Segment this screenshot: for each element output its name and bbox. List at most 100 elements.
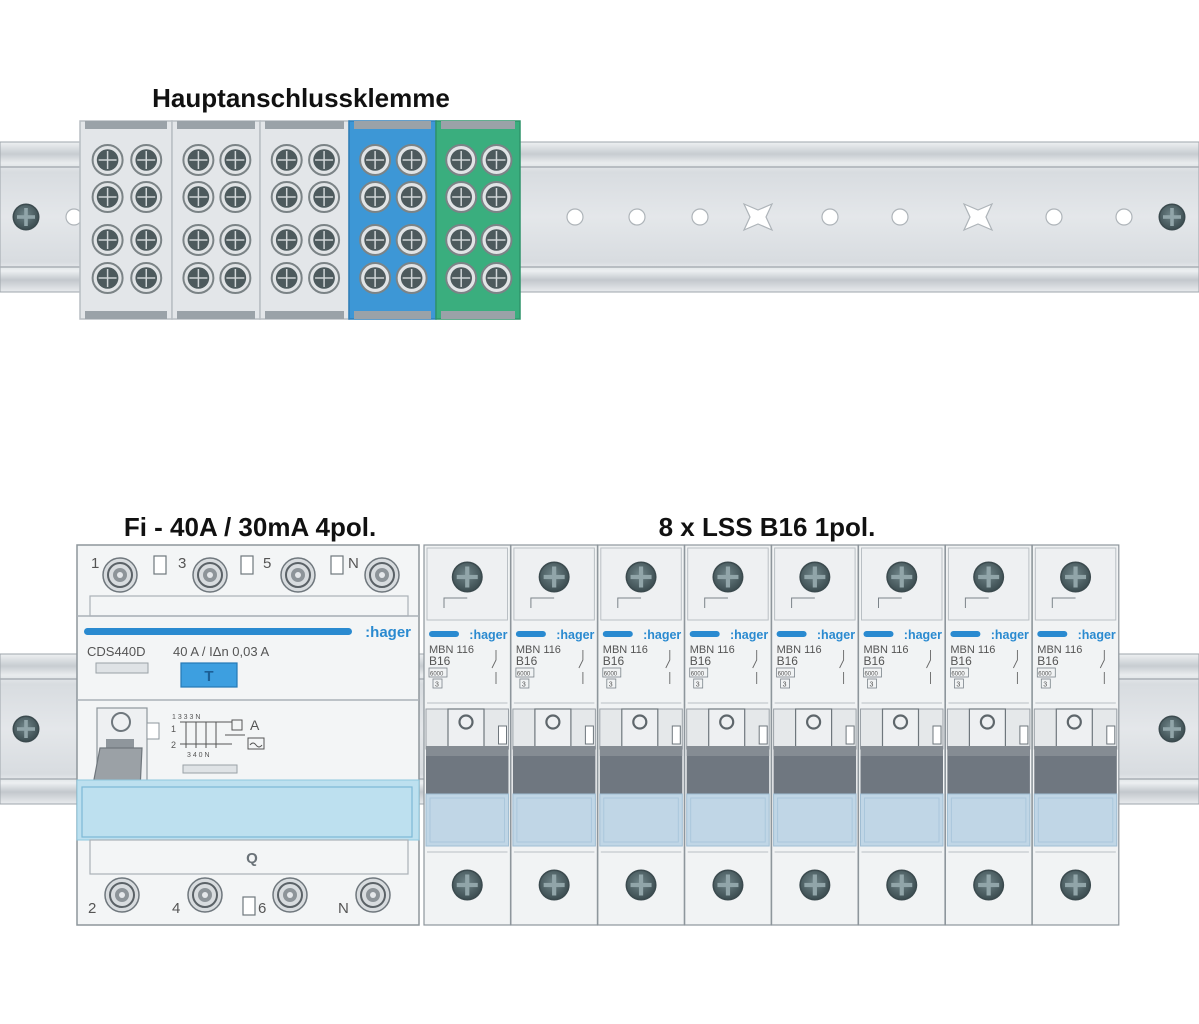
terminal-screw-icon [364,557,400,593]
terminal-screw-icon [270,224,303,256]
terminal-screw-icon [308,144,341,176]
mcb-brand: :hager [817,628,855,642]
rcd-title: Fi - 40A / 30mA 4pol. [124,512,376,542]
terminal-block-title: Hauptanschlussklemme [152,83,450,113]
test-button[interactable]: T [180,662,238,688]
mcb-switch-handle[interactable] [426,746,509,794]
terminal-screw-icon [130,224,163,256]
rail-end-screw-right-icon [1158,203,1186,231]
terminal-screw-icon [192,557,228,593]
mcb-switch-handle[interactable] [599,746,683,794]
mcb-top-screw-icon [973,561,1005,593]
terminal-screw-icon [219,144,252,176]
mcb-group-title: 8 x LSS B16 1pol. [659,512,876,542]
rail-hole [1115,208,1133,226]
terminal-screw-icon [480,144,513,176]
brand-bar [84,628,352,635]
mcb-rating: B16 [429,654,451,668]
mcb-switch-handle[interactable] [860,746,944,794]
mcb-switch-handle[interactable] [512,746,596,794]
mcb-brand: :hager [991,628,1029,642]
mcb-rating: B16 [777,654,799,668]
terminal-screw-icon [182,224,215,256]
terminal-screw-icon [359,262,392,294]
rcd-model: CDS440D [87,644,146,659]
terminal-module-grey [171,120,261,320]
terminal-screw-icon [219,262,252,294]
terminal-screw-icon [395,144,428,176]
mcb-top-screw-icon [538,561,570,593]
mcb-switch-handle[interactable] [1034,746,1117,794]
mcb-switch-handle[interactable] [947,746,1030,794]
terminal-screw-icon [480,224,513,256]
mcb-capacity: 6000 [604,672,618,678]
mcb-top-screw-icon [625,561,657,593]
terminal-module-grey [259,120,350,320]
mcb-class: 3 [783,682,787,689]
terminal-screw-icon [182,262,215,294]
rcd-front-label: Q [246,850,258,867]
mcb-rating: B16 [603,654,625,668]
terminal-screw-icon [355,877,391,913]
mcb-rating: B16 [1037,654,1059,668]
mcb-brand: :hager [643,628,681,642]
mcb-capacity: 6000 [778,672,792,678]
terminal-screw-icon [91,224,124,256]
terminal-screw-icon [219,224,252,256]
terminal-screw-icon [104,877,140,913]
mcb-class: 3 [1043,682,1047,689]
mcb-bottom-screw-icon [973,869,1005,901]
rail-end-screw-right-icon [1158,715,1186,743]
terminal-screw-icon [359,224,392,256]
rail-end-screw-left-icon [12,715,40,743]
mcb-model: MBN 116 [864,644,909,656]
rail-hole [821,208,839,226]
terminal-screw-icon [359,181,392,213]
mcb-brand: :hager [469,628,507,642]
rcd-brand: :hager [365,624,411,641]
mcb-capacity: 6000 [865,672,879,678]
terminal-screw-icon [308,262,341,294]
terminal-screw-icon [219,181,252,213]
rcd-rating: 40 A / IΔn 0,03 A [173,644,269,659]
terminal-screw-icon [130,262,163,294]
rcd-top-terminal-label: 1 [91,555,99,572]
mcb-switch-handle[interactable] [686,746,770,794]
terminal-screw-icon [280,557,316,593]
terminal-screw-icon [308,224,341,256]
mcb-class: 3 [956,682,960,689]
mcb-capacity: 6000 [517,672,531,678]
rcd-schematic-diagram [180,719,265,750]
rail-cross-slot [742,202,774,232]
mcb-switch-handle[interactable] [773,746,857,794]
mcb-model: MBN 116 [950,644,995,656]
terminal-screw-icon [91,144,124,176]
terminal-block [79,120,521,320]
mcb-bottom-screw-icon [538,869,570,901]
mcb-bottom-screw-icon [799,869,831,901]
rcd-type-mark: A [250,717,260,733]
mcb-bottom-screw-icon [886,869,918,901]
mcb-top-screw-icon [451,561,483,593]
terminal-screw-icon [270,181,303,213]
mcb-top-screw-icon [799,561,831,593]
mcb-model: MBN 116 [516,644,561,656]
terminal-screw-icon [91,181,124,213]
mcb-class: 3 [522,682,526,689]
terminal-screw-icon [395,181,428,213]
mcb-rating: B16 [516,654,538,668]
rail-hole [891,208,909,226]
rcd-bottom-terminal-label: N [338,900,349,917]
terminal-screw-icon [272,877,308,913]
terminal-screw-icon [395,224,428,256]
mcb-brand: :hager [730,628,768,642]
terminal-screw-icon [182,144,215,176]
mcb-bottom-screw-icon [1060,869,1092,901]
